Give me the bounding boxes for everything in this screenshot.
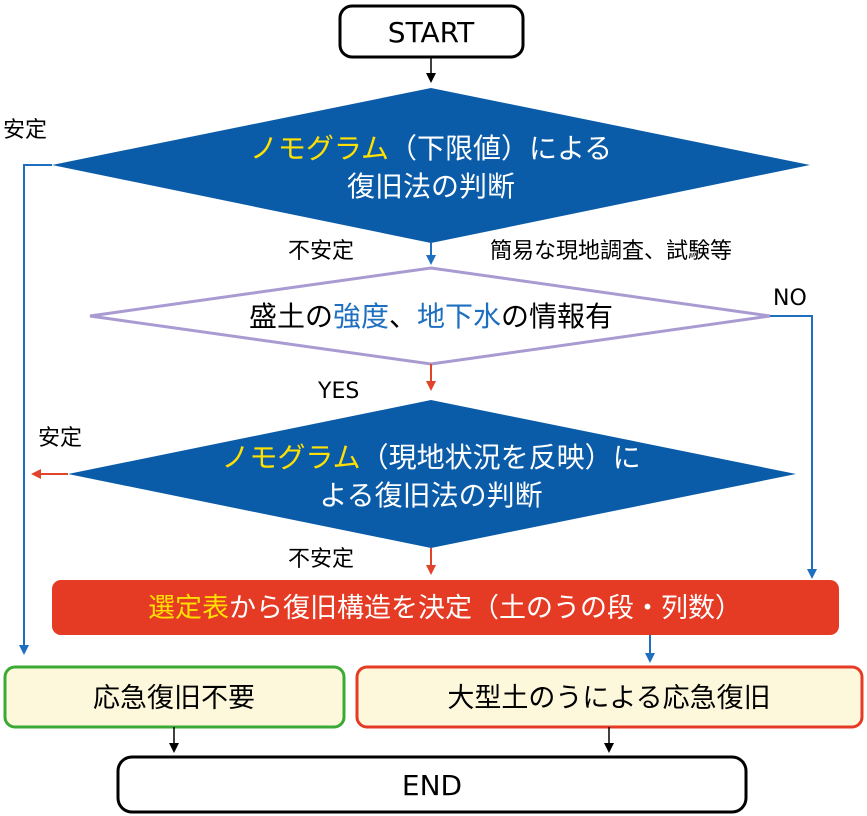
decision2-groundwater: 地下水 [417,300,501,333]
decision2-p5: の情報有 [501,300,613,333]
edge-decision2-no [770,315,817,579]
decision2-strength: 強度 [333,300,389,333]
decision3-highlight: ノモグラム [221,441,360,474]
decision3-line2: よる復旧法の判断 [319,479,542,512]
process-rest: から復旧構造を決定（土のうの段・列数） [229,593,742,624]
decision2-p1: 盛土の [249,300,333,333]
decision3-line1: ノモグラム（現地状況を反映）に [221,441,640,474]
start-label: START [388,16,475,49]
decision-nomogram-site [68,400,796,548]
outcome-left-text: 応急復旧不要 [93,683,255,714]
decision2-p3: 、 [389,300,417,333]
edge-decision1-stable [19,164,52,655]
process-highlight: 選定表 [148,593,229,624]
process-select-structure [52,580,839,635]
outcome-right-text: 大型土のうによる応急復旧 [447,683,770,714]
decision1-rest: （下限値）による [389,132,612,165]
decision1-line2: 復旧法の判断 [347,170,515,203]
decision-nomogram-lower [52,88,810,243]
label-unstable-1: 不安定 [288,239,354,264]
end-node [116,755,748,814]
decision1-highlight: ノモグラム [250,132,389,165]
label-stable-1: 安定 [3,118,47,143]
label-stable-2: 安定 [38,426,82,451]
label-survey-note: 簡易な現地調査、試験等 [490,239,732,264]
label-yes: YES [317,379,359,404]
label-no: NO [773,286,807,311]
process-text: 選定表から復旧構造を決定（土のうの段・列数） [148,593,742,624]
decision1-line1: ノモグラム（下限値）による [250,132,612,165]
decision2-text: 盛土の強度、地下水の情報有 [249,300,613,333]
decision3-rest: （現地状況を反映）に [361,441,641,474]
end-label: END [402,769,462,802]
label-unstable-2: 不安定 [288,547,354,572]
